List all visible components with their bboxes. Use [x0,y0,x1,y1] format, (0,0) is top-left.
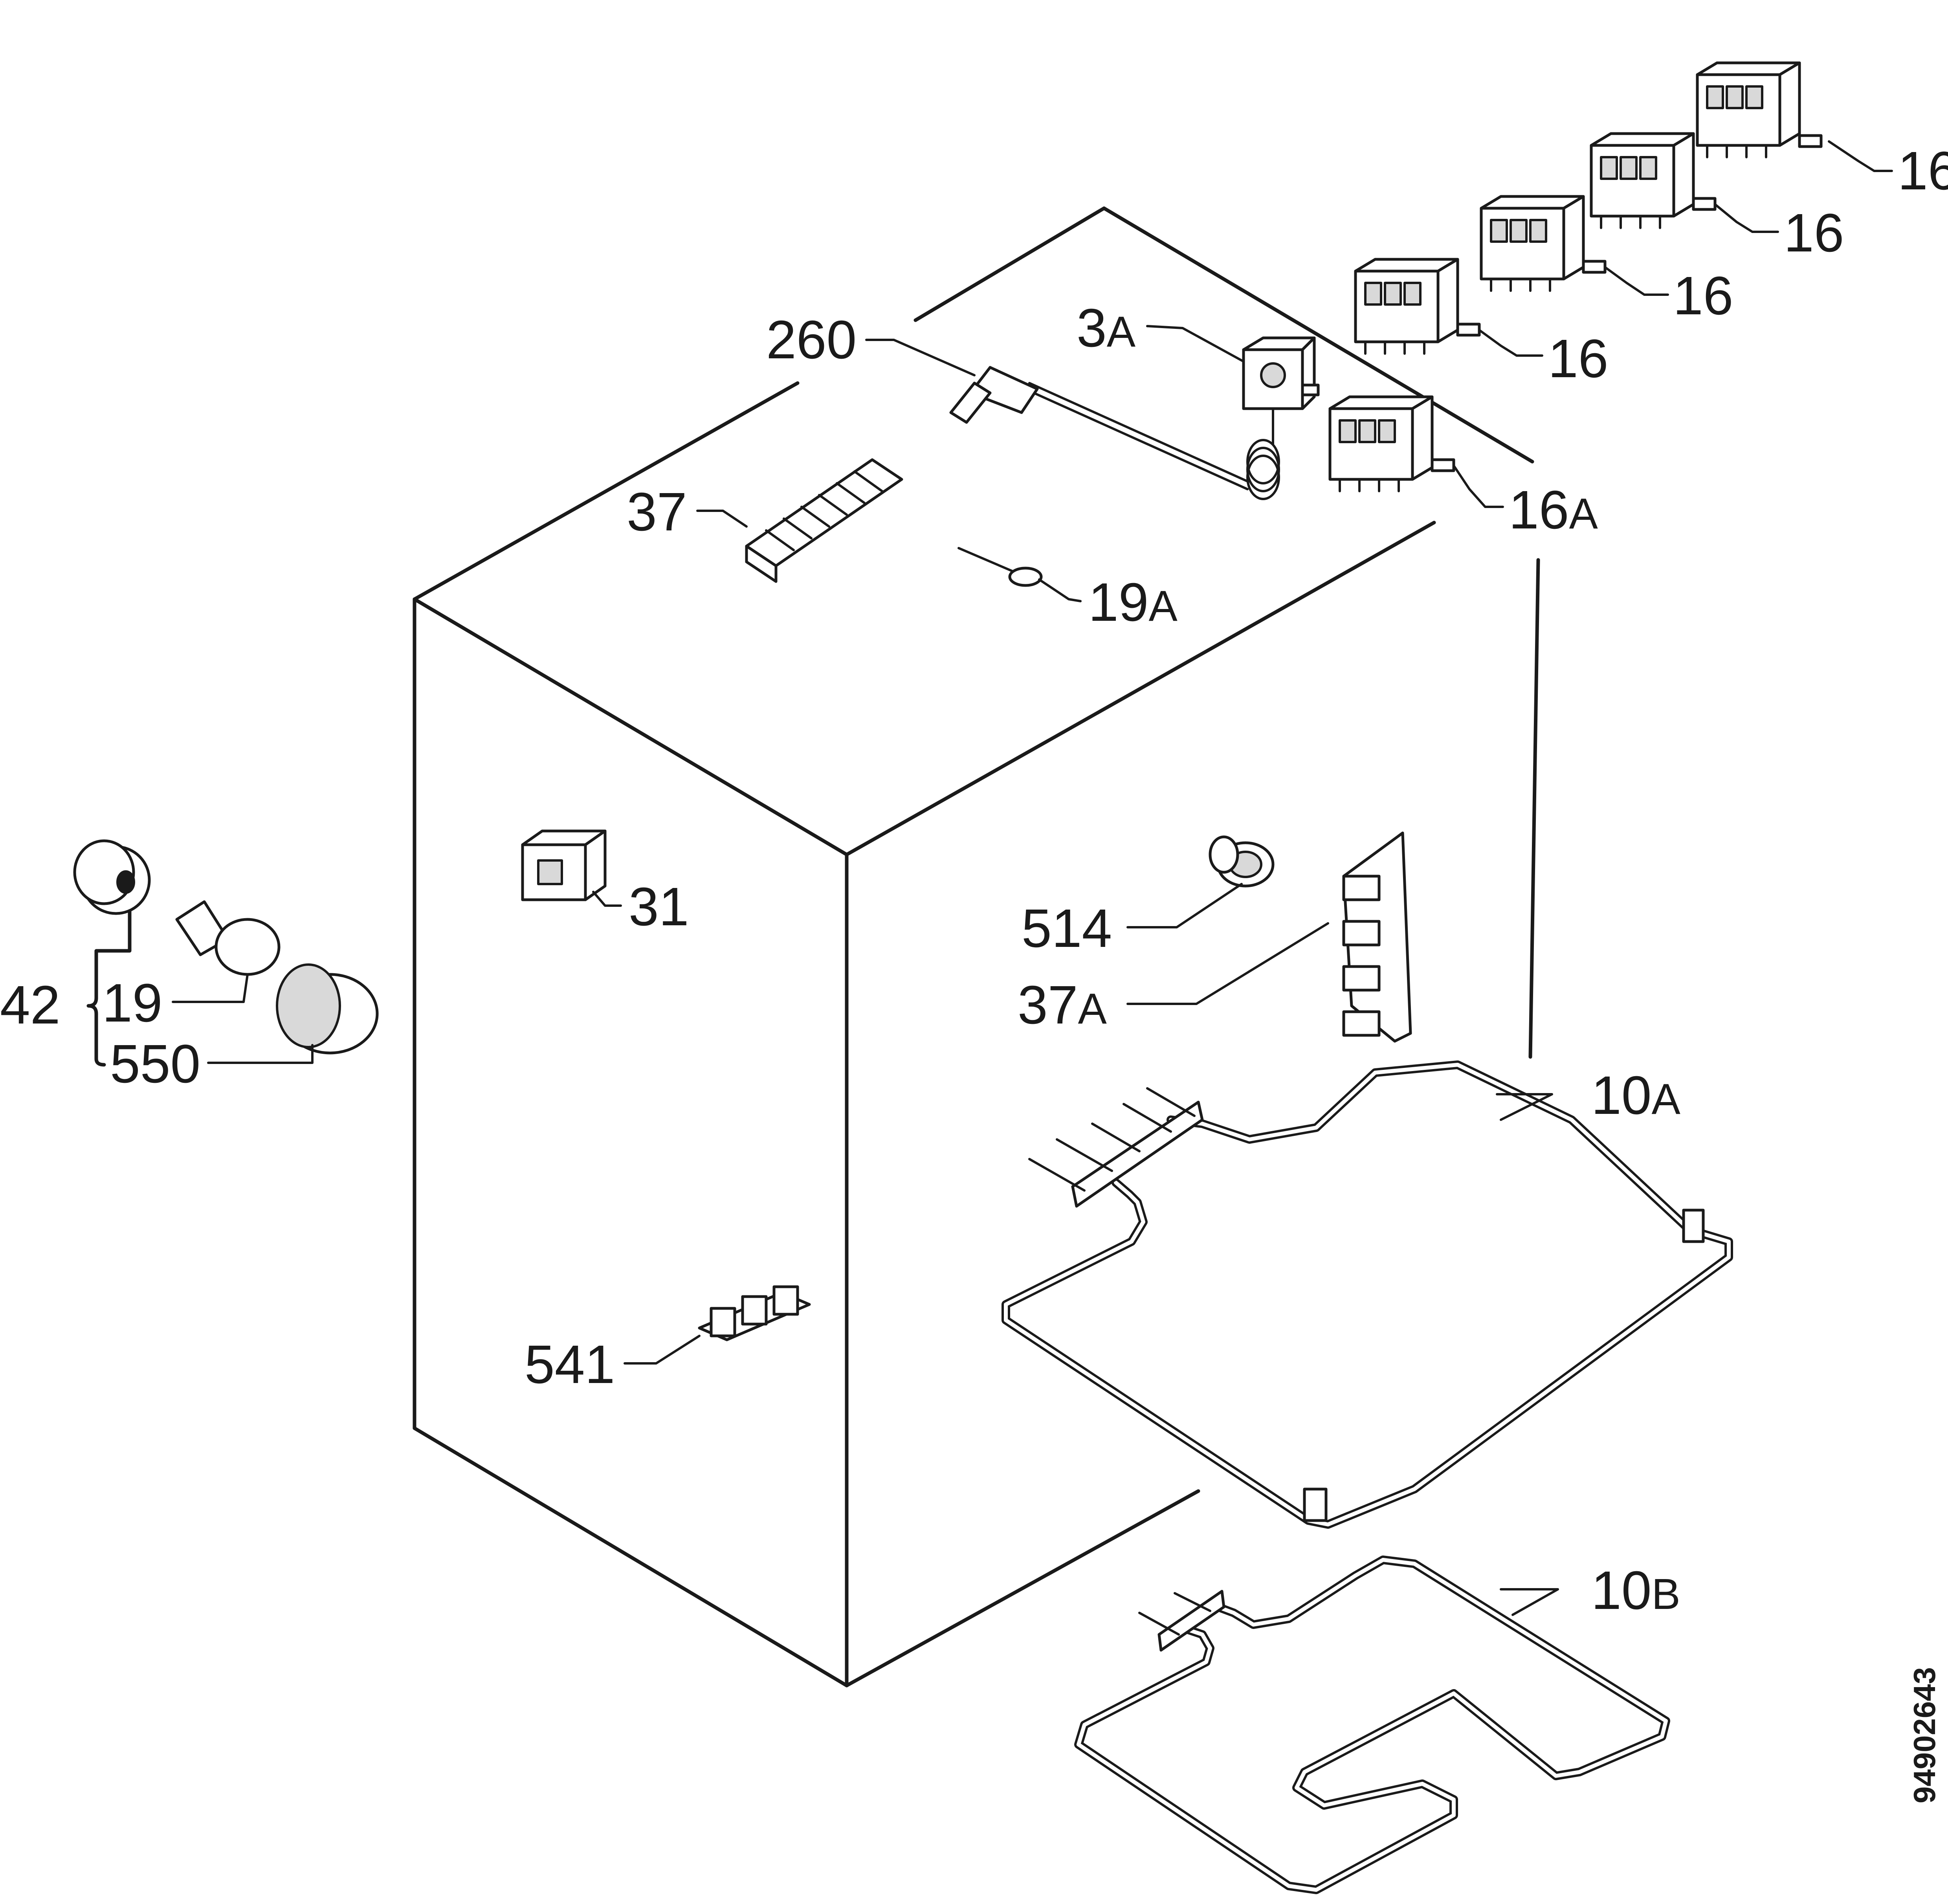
lamp-bulb-19 [175,900,281,976]
rotary-switch-16-3 [1480,195,1607,292]
label-16a: 16A [1509,480,1598,540]
label-541: 541 [525,1334,615,1395]
label-514: 514 [1022,898,1112,959]
brace-42 [86,910,132,1067]
wire-fuse-19a [957,547,1043,587]
oven-cabinet-outline [413,206,1540,1688]
lamp-holder-514 [1209,835,1275,888]
label-16-3: 16 [1673,266,1733,326]
door-catch-541 [698,1285,811,1341]
lamp-cover-550 [276,963,379,1055]
label-10b: 10B [1591,1560,1680,1621]
label-37: 37 [627,482,687,542]
label-19a: 19A [1088,572,1178,633]
rotary-switch-16-4 [1354,258,1481,355]
label-3a: 3A [1077,298,1136,358]
label-16-2: 16 [1784,203,1844,263]
label-260: 260 [766,310,857,370]
label-19: 19 [102,973,163,1033]
label-10a: 10A [1591,1065,1681,1126]
document-number: 94902643 [1907,1667,1942,1803]
rotary-switch-16-1 [1696,61,1823,158]
label-37a: 37A [1018,975,1107,1035]
label-42: 42 [0,975,61,1035]
label-31: 31 [629,877,689,937]
terminal-block-37 [745,458,903,583]
switch-31 [521,829,607,901]
heating-element-10b [1074,1555,1670,1894]
rotary-switch-16-2 [1590,132,1717,229]
label-16-1: 16 [1898,141,1948,201]
heating-element-10a [1002,1060,1733,1529]
terminal-block-37a [1342,831,1412,1043]
label-16-4: 16 [1548,328,1609,389]
lamp-socket-42 [73,839,151,915]
thermostat-3a [1028,336,1320,500]
leader-lines [172,140,1893,1616]
label-550: 550 [110,1034,200,1094]
temperature-sensor-260 [949,366,1039,424]
rotary-switch-16a [1328,395,1455,492]
